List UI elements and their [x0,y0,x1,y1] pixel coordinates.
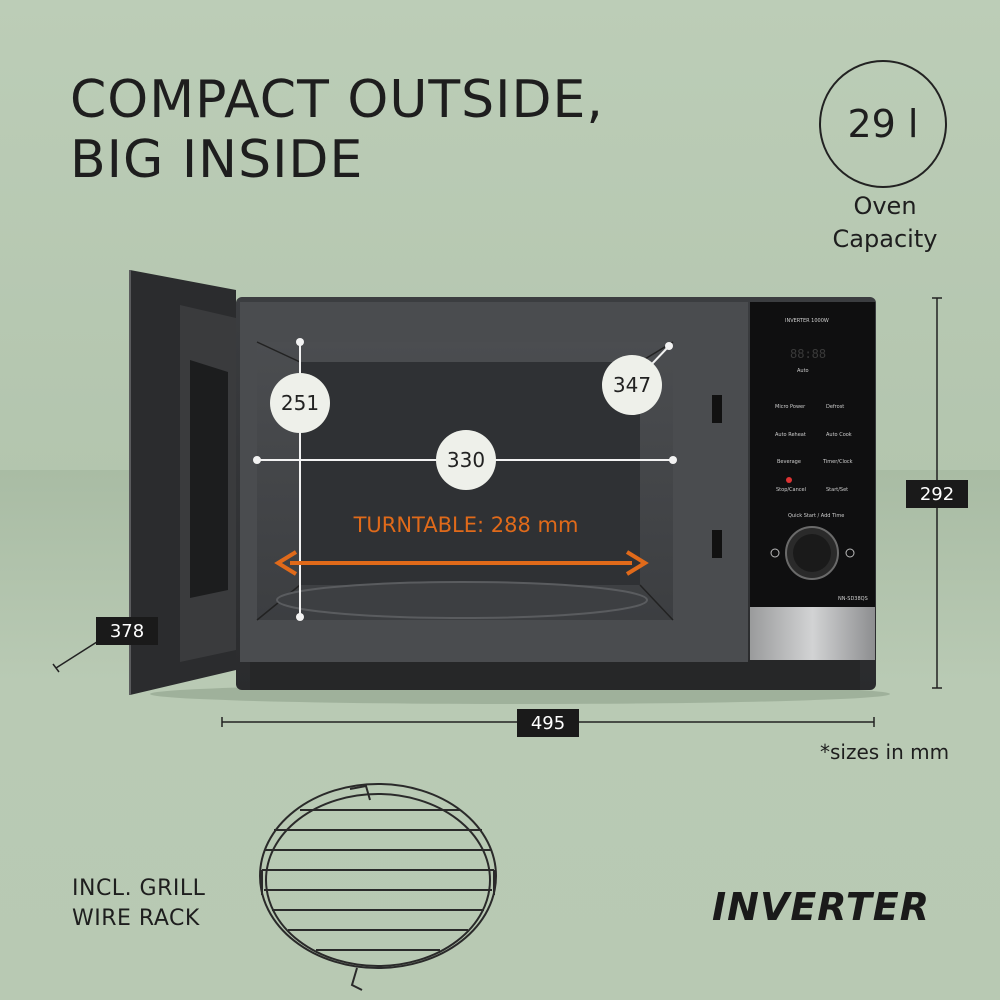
exterior-depth-cap [52,663,60,673]
capacity-label-line-1: Oven [853,192,917,220]
control-model: NN-SD38QS [838,596,868,602]
capacity-value: 29 l [847,102,919,146]
control-display: 88:88 [790,347,826,361]
turntable-arrow-left-icon [274,550,298,576]
microwave-base [250,660,860,690]
rack-label-line-1: INCL. GRILL [72,876,206,901]
exterior-height-value: 292 [919,483,955,505]
exterior-height-badge: 292 [906,480,968,508]
rack-label: INCL. GRILL WIRE RACK [72,874,205,934]
child-lock-icon [845,548,855,558]
exterior-width-badge: 495 [517,709,579,737]
headline-line-2: BIG INSIDE [70,130,364,190]
turntable-plate [276,581,648,619]
turntable-label: TURNTABLE: 288 mm [353,513,579,537]
control-button-beverage[interactable]: Beverage [777,459,801,465]
control-badge: INVERTER 1000W [785,318,829,324]
turntable-arrow-right-icon [625,550,649,576]
capacity-label-line-2: Capacity [832,225,938,253]
control-button-auto-cook[interactable]: Auto Cook [826,432,852,438]
interior-depth-value: 347 [613,373,651,397]
control-auto-label: Auto [797,368,809,374]
depth-line-end [665,342,673,350]
height-line-end-top [296,338,304,346]
wire-rack-icon [259,783,497,991]
door-window [190,360,228,598]
inverter-logo: INVERTER [712,885,931,929]
exterior-width-value: 495 [530,712,566,734]
control-dial-center [793,534,831,572]
headline: COMPACT OUTSIDE, BIG INSIDE [70,70,604,190]
interior-width-circle [436,430,496,490]
control-button-auto-reheat[interactable]: Auto Reheat [775,432,806,438]
capacity-label: Oven Capacity [800,190,970,256]
capacity-badge: 29 l [819,60,947,188]
rack-label-line-2: WIRE RACK [72,906,200,931]
control-button-timer-clock[interactable]: Timer/Clock [822,459,853,465]
cavity-edge-4 [639,584,674,621]
exterior-depth-line [55,639,101,669]
stop-icon [786,477,792,483]
control-dial-label: Quick Start / Add Time [788,513,844,519]
interior-height-circle [270,373,330,433]
interior-width-value: 330 [447,448,485,472]
cavity-edge-1 [256,341,301,363]
control-panel-steel [750,607,875,660]
control-button-start-set[interactable]: Start/Set [826,487,848,493]
width-line-end-left [253,456,261,464]
control-button-defrost[interactable]: Defrost [826,404,844,410]
exterior-depth-badge: 378 [96,617,158,645]
quick-start-icon [770,548,780,558]
headline-line-1: COMPACT OUTSIDE, [70,70,604,130]
interior-height-value: 251 [281,391,319,415]
exterior-depth-value: 378 [109,620,145,642]
sizes-note: *sizes in mm [820,740,950,764]
control-button-micro-power[interactable]: Micro Power [775,404,806,410]
width-line-end-right [669,456,677,464]
door-latch-hole-bottom [712,530,722,558]
control-button-stop-cancel[interactable]: Stop/Cancel [776,487,806,493]
door-latch-hole-top [712,395,722,423]
interior-depth-circle [602,355,662,415]
height-line-end-bottom [296,613,304,621]
